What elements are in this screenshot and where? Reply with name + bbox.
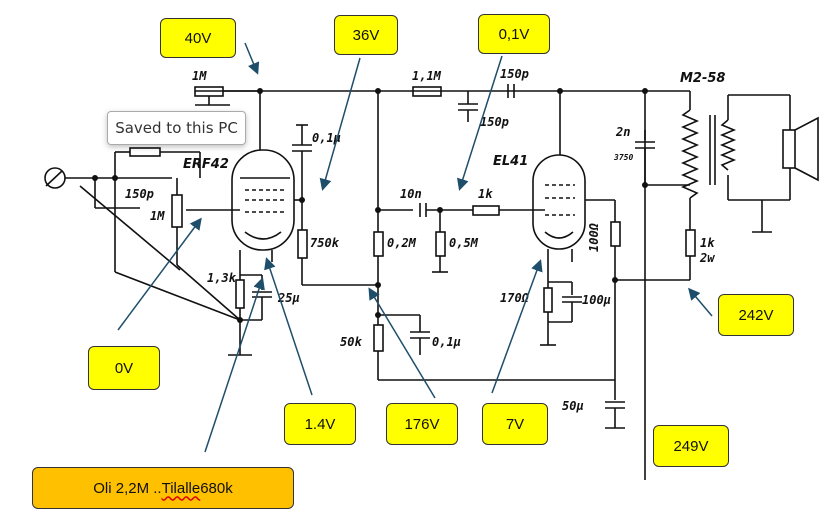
saved-tooltip: Saved to this PC xyxy=(107,111,246,145)
label-c-2n: 2n xyxy=(615,125,630,139)
arrow-1-4v xyxy=(264,257,313,396)
arrow-176v xyxy=(368,287,436,399)
schematic-labels: ERF42 EL41 M2-58 1M 1,1M 150p 150p 150p … xyxy=(125,67,725,413)
label-pot-1m-in: 1M xyxy=(150,209,165,223)
label-c-2n-voltage: 3750 xyxy=(613,153,633,162)
label-r-0-2m: 0,2M xyxy=(387,236,417,250)
arrow-7v xyxy=(491,259,543,394)
callout-242v: 242V xyxy=(718,294,794,336)
callout-40v: 40V xyxy=(160,18,236,58)
note-prefix: Oli 2,2M .. xyxy=(93,479,162,497)
label-r-1-3k: 1,3k xyxy=(207,271,237,285)
arrow-01v xyxy=(457,55,503,191)
note-suffix: 680k xyxy=(200,479,233,497)
transformer-label: M2-58 xyxy=(680,71,725,86)
callout-1-4v: 1.4V xyxy=(284,403,356,445)
label-c-0-1u-bot: 0,1µ xyxy=(432,335,461,349)
arrow-242v xyxy=(688,287,713,317)
label-r-1k-2w-rating: 2w xyxy=(699,251,715,265)
callout-7v: 7V xyxy=(482,403,548,445)
note-word: Tilalle xyxy=(161,479,201,497)
callout-0v: 0V xyxy=(88,346,160,390)
label-pot-1m-top: 1M xyxy=(192,69,207,83)
label-r-50k: 50k xyxy=(340,335,362,349)
label-c-10n: 10n xyxy=(400,187,422,201)
label-r-1-1m: 1,1M xyxy=(412,69,442,83)
label-c-150p-b: 150p xyxy=(480,115,509,129)
label-r-100: 100Ω xyxy=(587,222,601,252)
label-r-170: 170Ω xyxy=(500,291,530,305)
label-r-1k-2w: 1k xyxy=(700,236,715,250)
callout-arrows xyxy=(117,42,713,453)
callout-0-1v: 0,1V xyxy=(478,14,550,54)
arrow-note xyxy=(204,277,265,453)
label-c-150p-a: 150p xyxy=(500,67,529,81)
callout-249v: 249V xyxy=(653,425,729,467)
callout-36v: 36V xyxy=(334,15,398,55)
label-c-25u: 25µ xyxy=(277,291,300,305)
label-c-100u: 100µ xyxy=(582,293,611,307)
resistor-change-note: Oli 2,2M .. Tilalle 680k xyxy=(32,467,294,509)
label-c-0-1u-top: 0,1µ xyxy=(312,131,341,145)
label-r-1k-grid: 1k xyxy=(478,187,493,201)
arrow-40v xyxy=(244,42,260,75)
label-c-50u: 50µ xyxy=(562,399,584,413)
tube-label-erf42: ERF42 xyxy=(183,157,229,172)
callout-176v: 176V xyxy=(386,403,458,445)
arrow-36v xyxy=(319,57,361,191)
label-c-150p-in: 150p xyxy=(125,187,154,201)
tube-label-el41: EL41 xyxy=(493,154,528,169)
schematic-junctions xyxy=(92,88,648,323)
label-r-0-5m: 0,5M xyxy=(449,236,479,250)
arrow-0v xyxy=(117,217,202,331)
label-r-750k: 750k xyxy=(310,236,340,250)
